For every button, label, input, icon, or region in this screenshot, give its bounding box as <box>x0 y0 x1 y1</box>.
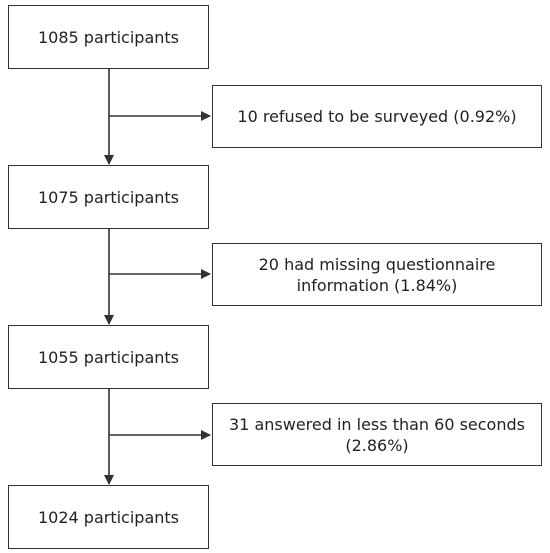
exclusion-box-1: 10 refused to be surveyed (0.92%) <box>212 85 542 148</box>
exclusion-2-line-2: information (1.84%) <box>296 275 458 295</box>
step-box-1: 1085 participants <box>8 5 209 69</box>
exclusion-2-line-1: 20 had missing questionnaire <box>258 254 496 274</box>
exclusion-3-line-2: (2.86%) <box>345 435 409 455</box>
step-box-2: 1075 participants <box>8 165 209 229</box>
step-box-4: 1024 participants <box>8 485 209 549</box>
step-box-3: 1055 participants <box>8 325 209 389</box>
step-label-3: 1055 participants <box>37 347 179 367</box>
exclusion-text-3: 31 answered in less than 60 seconds (2.8… <box>229 414 525 456</box>
step-label-2: 1075 participants <box>37 187 179 207</box>
exclusion-box-3: 31 answered in less than 60 seconds (2.8… <box>212 403 542 466</box>
exclusion-box-2: 20 had missing questionnaire information… <box>212 243 542 306</box>
step-label-4: 1024 participants <box>37 507 179 527</box>
exclusion-3-line-1: 31 answered in less than 60 seconds <box>229 414 525 434</box>
exclusion-text-2: 20 had missing questionnaire information… <box>259 254 496 296</box>
exclusion-text-1: 10 refused to be surveyed (0.92%) <box>237 106 516 127</box>
exclusion-1-line-1: 10 refused to be surveyed (0.92%) <box>237 107 517 126</box>
step-label-1: 1085 participants <box>37 27 179 47</box>
